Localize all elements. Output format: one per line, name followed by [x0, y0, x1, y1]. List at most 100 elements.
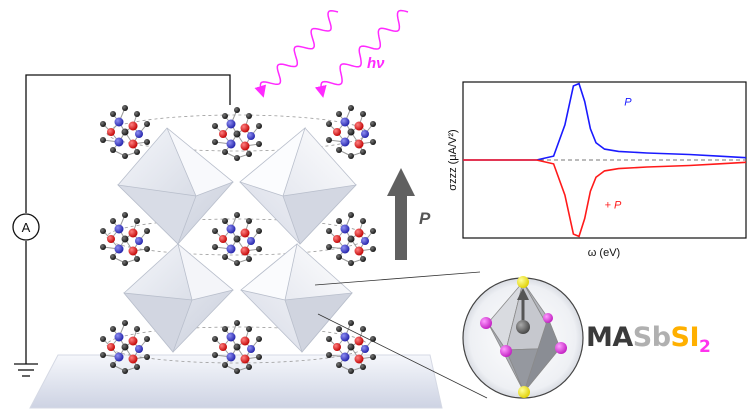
carbon-atom	[256, 336, 262, 342]
carbon-atom	[100, 137, 106, 143]
nitrogen-atom	[226, 224, 236, 234]
octahedron-bottom-right	[240, 242, 353, 353]
nitrogen-atom	[340, 137, 350, 147]
oxygen-atom	[107, 128, 115, 136]
carbon-atom	[336, 111, 342, 117]
carbon-atom	[347, 128, 355, 136]
carbon-atom	[326, 121, 332, 127]
carbon-atom	[212, 336, 218, 342]
carbon-atom	[348, 320, 354, 326]
leader-lines	[314, 271, 488, 399]
carbon-atom	[144, 246, 150, 252]
carbon-atom	[121, 235, 129, 243]
formula-part: MA	[586, 322, 633, 353]
carbon-atom	[370, 228, 376, 234]
carbon-atom	[233, 235, 241, 243]
oxygen-atom	[219, 235, 227, 243]
ma-cation-cluster	[212, 212, 262, 266]
carbon-atom	[212, 228, 218, 234]
carbon-atom	[144, 354, 150, 360]
polarization-label: P	[419, 209, 431, 228]
inset-sulfur-bottom	[518, 386, 530, 398]
oxygen-atom	[128, 139, 138, 149]
inset-sulfur-top	[517, 276, 529, 288]
oxygen-atom	[107, 235, 115, 243]
carbon-atom	[256, 141, 262, 147]
oxygen-atom	[240, 228, 250, 238]
carbon-atom	[360, 326, 366, 332]
oxygen-atom	[354, 336, 364, 346]
carbon-atom	[144, 121, 150, 127]
nitrogen-atom	[361, 237, 369, 245]
ma-cation-cluster	[100, 212, 150, 266]
nitrogen-atom	[114, 117, 124, 127]
carbon-atom	[144, 228, 150, 234]
oxygen-atom	[354, 139, 364, 149]
oxygen-atom	[354, 121, 364, 131]
carbon-atom	[233, 343, 241, 351]
carbon-atom	[336, 147, 342, 153]
carbon-atom	[144, 139, 150, 145]
carbon-atom	[122, 212, 128, 218]
nitrogen-atom	[226, 139, 236, 149]
nitrogen-atom	[114, 244, 124, 254]
polarization-arrow	[387, 168, 415, 260]
nitrogen-atom	[247, 237, 255, 245]
carbon-atom	[348, 105, 354, 111]
ma-cation-clusters	[100, 105, 376, 374]
nitrogen-atom	[226, 352, 236, 362]
carbon-atom	[326, 244, 332, 250]
nitrogen-atom	[114, 137, 124, 147]
carbon-atom	[222, 326, 228, 332]
chart-y-axis-label: σzzz (μA/V²)	[447, 129, 459, 190]
carbon-atom	[234, 155, 240, 161]
carbon-atom	[326, 336, 332, 342]
carbon-atom	[336, 254, 342, 260]
carbon-atom	[246, 218, 252, 224]
carbon-atom	[144, 336, 150, 342]
formula-part: SI	[670, 322, 700, 353]
inset-iodine-front	[500, 345, 512, 357]
carbon-atom	[256, 123, 262, 129]
oxygen-atom	[354, 246, 364, 256]
octahedron-top-right	[239, 126, 358, 245]
nitrogen-atom	[340, 332, 350, 342]
photon-label: hν	[367, 55, 385, 72]
carbon-atom	[100, 121, 106, 127]
carbon-atom	[360, 111, 366, 117]
octahedron-bottom-left	[123, 242, 234, 353]
carbon-atom	[110, 218, 116, 224]
nitrogen-atom	[135, 237, 143, 245]
carbon-atom	[222, 254, 228, 260]
carbon-atom	[212, 139, 218, 145]
nitrogen-atom	[226, 332, 236, 342]
ma-cation-cluster	[326, 320, 376, 374]
nitrogen-atom	[135, 130, 143, 138]
carbon-atom	[234, 107, 240, 113]
carbon-atom	[110, 111, 116, 117]
carbon-atom	[122, 260, 128, 266]
carbon-atom	[134, 218, 140, 224]
carbon-atom	[212, 123, 218, 129]
carbon-atom	[246, 256, 252, 262]
carbon-atom	[360, 218, 366, 224]
carbon-atom	[347, 235, 355, 243]
oxygen-atom	[128, 354, 138, 364]
formula-part: Sb	[632, 322, 671, 353]
nitrogen-atom	[226, 119, 236, 129]
oxygen-atom	[128, 121, 138, 131]
chart-series-label-blue: P	[624, 96, 632, 108]
carbon-atom	[110, 362, 116, 368]
oxygen-atom	[128, 228, 138, 238]
carbon-atom	[370, 246, 376, 252]
octahedra	[116, 126, 358, 353]
oxygen-atom	[333, 128, 341, 136]
carbon-atom	[234, 368, 240, 374]
carbon-atom	[121, 343, 129, 351]
oxygen-atom	[240, 123, 250, 133]
carbon-atom	[326, 352, 332, 358]
ma-cation-cluster	[326, 212, 376, 266]
carbon-atom	[360, 364, 366, 370]
carbon-atom	[246, 326, 252, 332]
